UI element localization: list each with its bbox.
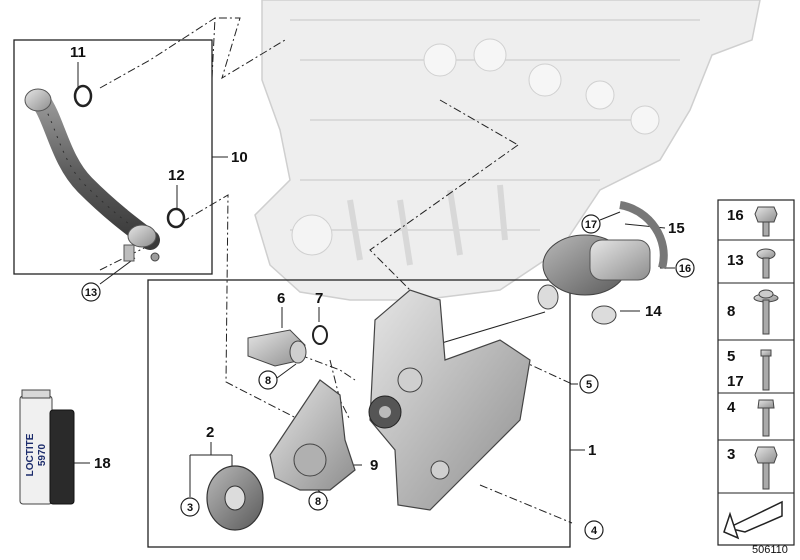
fastener-label-8: 8 <box>727 303 735 320</box>
label-12: 12 <box>168 167 185 184</box>
mounting-bracket <box>368 289 531 511</box>
label-3: 3 <box>187 502 193 514</box>
direction-arrow-icon <box>723 500 783 540</box>
fastener-label-3: 3 <box>727 446 735 463</box>
o-ring-7 <box>312 325 328 345</box>
pulley <box>206 465 264 531</box>
diagram-id: 506110 <box>752 544 788 556</box>
circled-labels: 13 8 3 8 5 4 17 16 <box>81 214 695 540</box>
label-13: 13 <box>85 287 97 299</box>
label-9: 9 <box>370 457 378 474</box>
fastener-label-13: 13 <box>727 252 744 269</box>
coolant-hose <box>24 88 160 262</box>
mechanical-water-pump <box>269 379 356 491</box>
label-14: 14 <box>645 303 662 320</box>
frame-hose-assembly <box>13 39 213 275</box>
label-8-upper: 8 <box>265 375 271 387</box>
sealant-tube: LOCTITE 5970 <box>19 389 75 505</box>
fastener-label-4: 4 <box>727 399 736 416</box>
label-16: 16 <box>679 263 691 275</box>
fastener-label-16: 16 <box>727 207 744 224</box>
fastener-label-17: 17 <box>727 373 744 390</box>
label-11: 11 <box>70 44 86 61</box>
bolt-icon <box>756 248 776 279</box>
sealant-product-text: 5970 <box>37 443 48 466</box>
electric-water-pump <box>537 201 668 325</box>
label-18: 18 <box>94 455 111 472</box>
fastener-label-5: 5 <box>727 348 735 365</box>
label-15: 15 <box>668 220 685 237</box>
fastener-panel: 16 13 8 5 17 4 3 <box>717 199 795 546</box>
label-4: 4 <box>591 525 598 537</box>
part-labels: 11 12 10 6 7 2 9 1 14 15 18 506110 <box>70 44 788 556</box>
bolt-icon <box>754 446 778 490</box>
o-ring-11 <box>73 84 93 108</box>
label-7: 7 <box>315 290 323 307</box>
stud-icon <box>760 349 772 391</box>
label-8-lower: 8 <box>315 496 321 508</box>
sealant-brand-text: LOCTITE <box>25 433 36 476</box>
bolt-icon <box>757 399 775 437</box>
bolt-icon <box>753 289 779 335</box>
engine-block <box>254 0 761 301</box>
bolt-icon <box>754 206 778 237</box>
label-10: 10 <box>231 149 248 166</box>
label-2: 2 <box>206 424 214 441</box>
label-1: 1 <box>588 442 596 459</box>
label-17: 17 <box>585 219 597 231</box>
label-5: 5 <box>586 379 592 391</box>
frame-pump-assembly <box>147 279 571 548</box>
label-6: 6 <box>277 290 285 307</box>
coolant-connector <box>247 329 307 367</box>
o-ring-12 <box>166 207 186 229</box>
